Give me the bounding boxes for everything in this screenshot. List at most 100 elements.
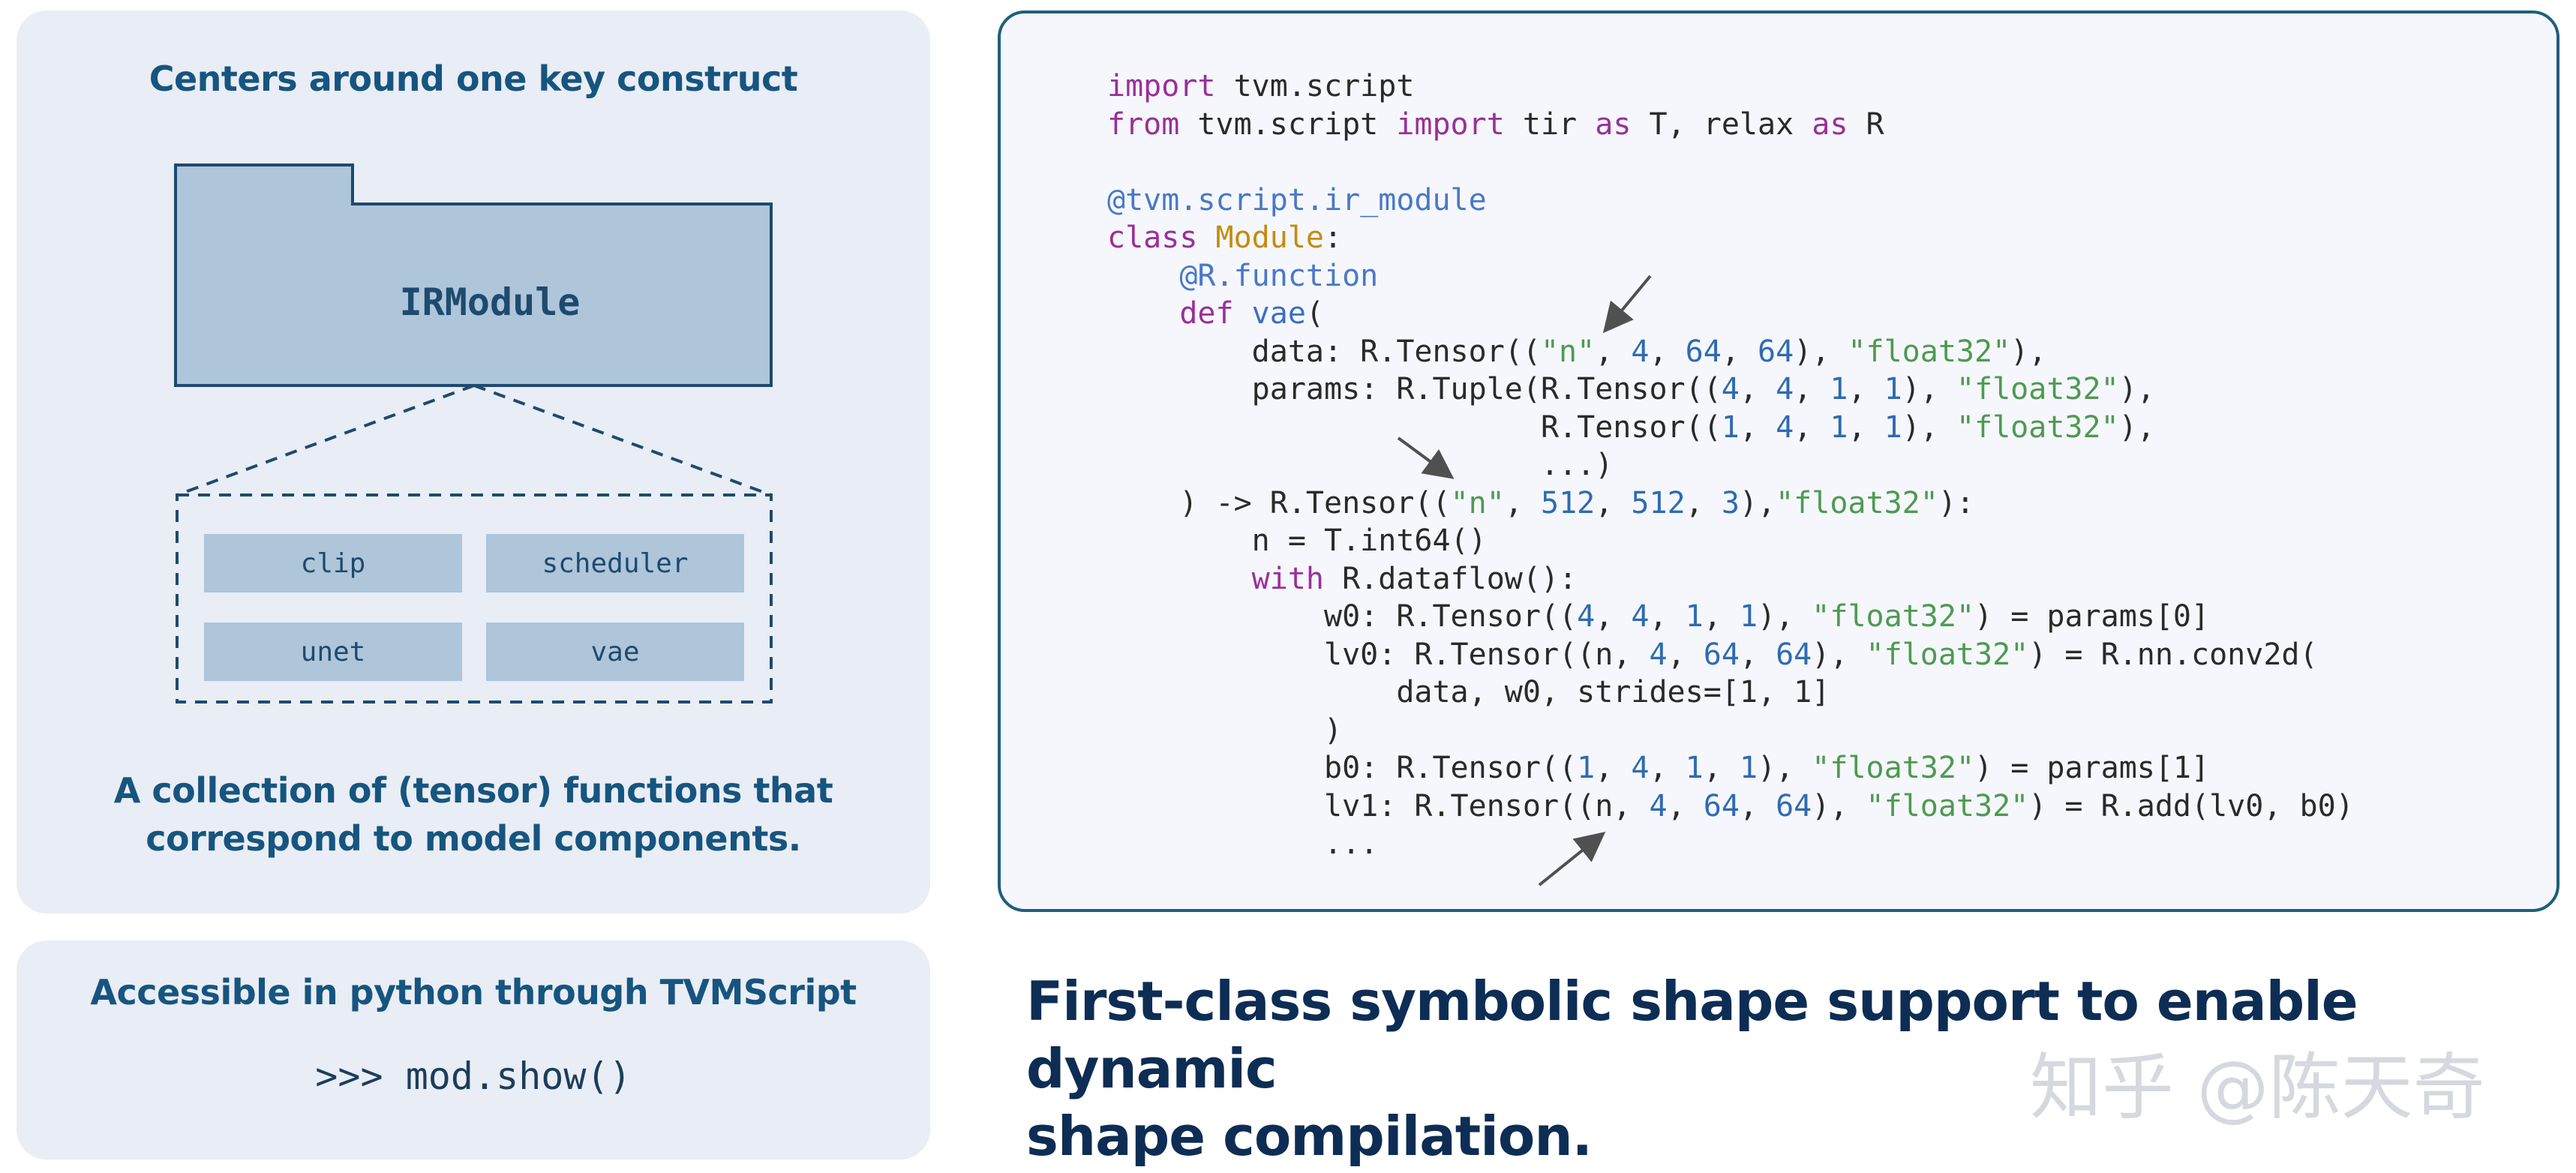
code-token: ): (1938, 485, 1975, 520)
code-token: , (1703, 599, 1740, 634)
code-line: ...) (1107, 446, 2354, 484)
code-token: 4 (1631, 599, 1650, 634)
code-token: , (1794, 372, 1830, 406)
code-token: "float32" (1812, 751, 1975, 785)
code-token: R.dataflow(): (1323, 561, 1578, 596)
code-token: ) = params[0] (1974, 599, 2210, 634)
function-scheduler: scheduler (486, 534, 744, 592)
code-line: b0: R.Tensor((1, 4, 1, 1), "float32") = … (1107, 749, 2354, 788)
code-token: "float32" (1776, 485, 1938, 520)
code-token: params: R.Tuple(R.Tensor(( (1107, 372, 1722, 406)
statement-line-2: shape compilation. (1026, 1105, 1593, 1168)
code-line: from tvm.script import tir as T, relax a… (1107, 106, 2354, 144)
code-token: T, relax (1631, 106, 1812, 142)
code-token: , (1667, 637, 1704, 672)
code-token: ), (1902, 372, 1956, 406)
code-line: data: R.Tensor(("n", 4, 64, 64), "float3… (1107, 333, 2354, 371)
code-token: as (1812, 106, 1848, 142)
code-token: ...) (1107, 448, 1614, 482)
code-token: "float32" (1812, 599, 1975, 634)
code-token: 4 (1577, 599, 1596, 634)
code-line: w0: R.Tensor((4, 4, 1, 1), "float32") = … (1107, 598, 2354, 636)
code-token: 1 (1830, 372, 1848, 406)
code-line: @R.function (1107, 257, 2354, 296)
left-panel: Centers around one key construct IRModul… (17, 10, 930, 914)
function-clip: clip (204, 534, 462, 592)
code-token: , (1649, 599, 1686, 634)
code-token: , (1848, 410, 1884, 445)
watermark: 知乎 @陈天奇 (2030, 1046, 2485, 1130)
code-token: 64 (1685, 334, 1722, 369)
connector-left (176, 384, 475, 496)
code-token: as (1595, 106, 1632, 142)
arrow-data-shape (1602, 274, 1652, 334)
code-line: params: R.Tuple(R.Tensor((4, 4, 1, 1), "… (1107, 370, 2354, 409)
code-token: ), (1902, 410, 1956, 445)
code-token: vae (1251, 296, 1306, 331)
code-line: class Module: (1107, 219, 2354, 257)
irmodule-label: IRModule (399, 280, 581, 324)
code-token: ( (1305, 296, 1325, 331)
arrow-lv1-shape (1538, 831, 1606, 886)
code-token: ), (1812, 788, 1866, 824)
code-token: 4 (1776, 410, 1794, 445)
functions-container (176, 494, 773, 704)
code-line: ) -> R.Tensor(("n", 512, 512, 3),"float3… (1107, 484, 2354, 523)
code-token: 64 (1776, 788, 1812, 824)
code-token: , (1685, 485, 1722, 520)
caption-line-2: correspond to model components. (146, 818, 801, 859)
code-token: 1 (1884, 372, 1902, 406)
code-token: 64 (1703, 637, 1740, 672)
code-token: ), (2118, 372, 2155, 406)
code-token: "float32" (1848, 334, 2011, 369)
code-token: 64 (1703, 788, 1740, 824)
code-token: 4 (1649, 637, 1668, 672)
tvmscript-panel: Accessible in python through TVMScript >… (17, 940, 930, 1160)
code-token: Module (1215, 220, 1325, 255)
code-token: 1 (1739, 751, 1758, 785)
statement-line-1: First-class symbolic shape support to en… (1026, 970, 2358, 1100)
code-token: 512 (1540, 485, 1596, 520)
code-token: , (1667, 788, 1704, 824)
code-token: ), (2010, 334, 2047, 369)
code-token: ... (1107, 826, 1379, 861)
code-token: , (1848, 372, 1884, 406)
code-token: , (1739, 410, 1776, 445)
code-token: ) = params[1] (1974, 751, 2210, 785)
code-token: 1 (1685, 599, 1704, 634)
code-token: from (1107, 106, 1180, 142)
code-line: with R.dataflow(): (1107, 560, 2354, 598)
irmodule-diagram (174, 164, 773, 704)
code-token: 3 (1721, 485, 1740, 520)
code-line: lv0: R.Tensor((n, 4, 64, 64), "float32")… (1107, 636, 2354, 674)
code-token: tvm.script (1215, 69, 1415, 104)
code-token: 64 (1776, 637, 1812, 672)
code-line: @tvm.script.ir_module (1107, 182, 2354, 220)
code-token: 1 (1830, 410, 1848, 445)
code-token: w0: R.Tensor(( (1107, 599, 1578, 634)
code-token: lv0: R.Tensor((n, (1107, 637, 1650, 672)
code-token: 4 (1776, 372, 1794, 406)
code-token: , (1595, 599, 1632, 634)
code-token: , (1649, 751, 1686, 785)
code-token: data: R.Tensor(( (1107, 334, 1541, 369)
code-token: b0: R.Tensor(( (1107, 751, 1578, 785)
code-line: R.Tensor((1, 4, 1, 1), "float32"), (1107, 409, 2354, 447)
code-token: 512 (1631, 485, 1686, 520)
code-token: "float32" (1866, 637, 2029, 672)
code-token: 1 (1739, 599, 1758, 634)
code-token: ), (1758, 599, 1812, 634)
statement: First-class symbolic shape support to en… (1026, 968, 2451, 1170)
code-line: lv1: R.Tensor((n, 4, 64, 64), "float32")… (1107, 788, 2354, 826)
code-token: with (1251, 561, 1324, 596)
code-line: ... (1107, 825, 2354, 863)
left-panel-heading: Centers around one key construct (149, 58, 798, 99)
code-token: 1 (1685, 751, 1704, 785)
code-token: , (1595, 334, 1632, 369)
arrow-return-shape (1397, 436, 1455, 479)
code-token: ), (1758, 751, 1812, 785)
code-line: def vae( (1107, 295, 2354, 333)
code-token: tvm.script (1179, 106, 1397, 142)
code-token: R.Tensor(( (1107, 410, 1722, 445)
